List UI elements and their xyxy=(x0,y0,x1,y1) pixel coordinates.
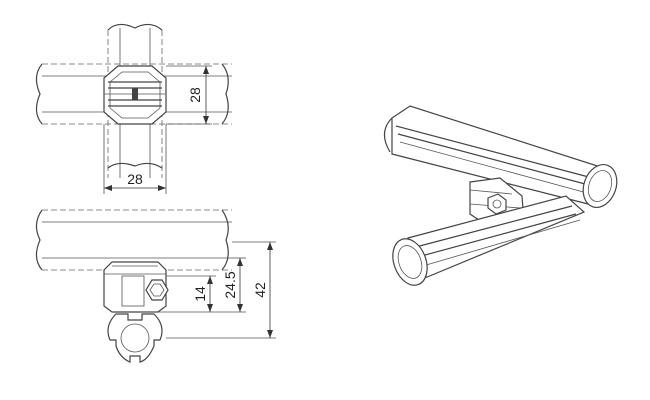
side-view-dimension-24-5 xyxy=(216,257,246,313)
side-view-horizontal-pipe xyxy=(35,209,232,271)
top-view: 28 28 xyxy=(35,23,232,194)
top-view-connector xyxy=(103,65,167,125)
side-view: 14 24.5 42 xyxy=(35,209,276,363)
side-view-dimension-14 xyxy=(140,275,216,313)
top-view-height-label: 28 xyxy=(187,87,203,103)
side-view-dimension-14-label: 14 xyxy=(192,286,208,302)
top-view-width-label: 28 xyxy=(127,171,143,187)
top-view-height-dimension xyxy=(166,65,212,125)
isometric-lower-tube xyxy=(392,195,586,286)
side-view-profile-section xyxy=(107,313,163,363)
isometric-view xyxy=(383,105,618,286)
side-view-dimension-42 xyxy=(166,241,276,339)
top-view-width-dimension xyxy=(103,124,167,194)
side-view-dimension-42-label: 42 xyxy=(252,282,268,298)
side-view-dimension-24-5-label: 24.5 xyxy=(222,271,238,298)
isometric-upper-tube xyxy=(383,105,618,208)
side-view-connector xyxy=(103,261,169,313)
